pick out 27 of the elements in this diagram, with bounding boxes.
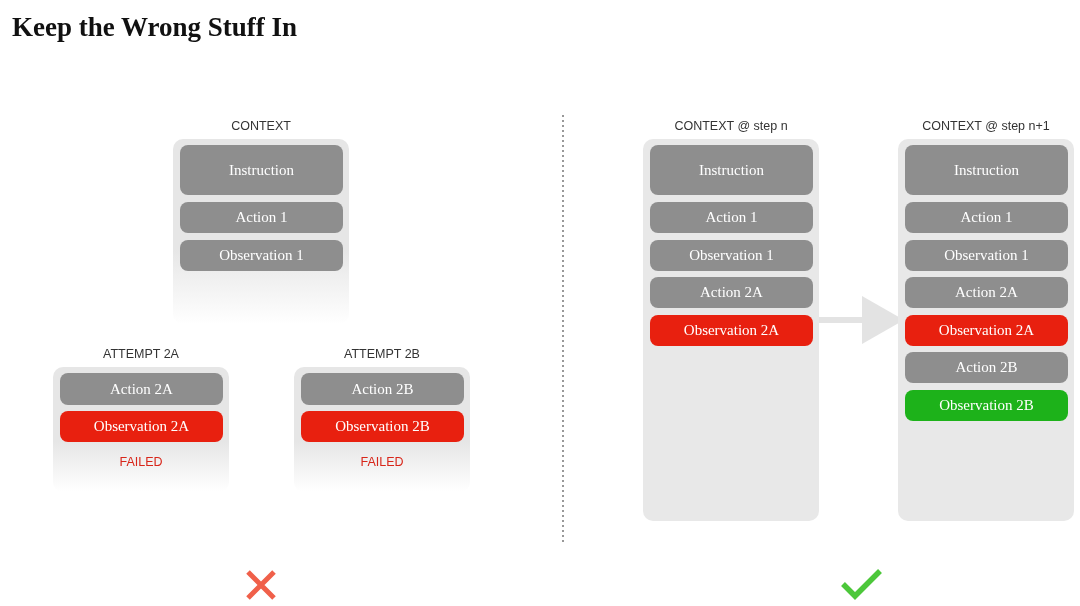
step-box: Action 2A [650, 277, 813, 308]
step-box: Action 2B [905, 352, 1068, 383]
step-box: Action 2A [905, 277, 1068, 308]
step-box: Observation 1 [180, 240, 343, 271]
step-box: Observation 2B [905, 390, 1068, 421]
step-box: Observation 2A [60, 411, 223, 442]
page-title: Keep the Wrong Stuff In [12, 12, 298, 43]
step-box: Instruction [180, 145, 343, 195]
step-box: Instruction [650, 145, 813, 195]
panel-heading: ATTEMPT 2B [344, 347, 420, 361]
step-box: Observation 1 [650, 240, 813, 271]
panel-heading: CONTEXT @ step n+1 [922, 119, 1050, 133]
panel-heading: ATTEMPT 2A [103, 347, 179, 361]
step-box: Instruction [905, 145, 1068, 195]
step-box: Action 1 [180, 202, 343, 233]
panel-heading: CONTEXT [231, 119, 291, 133]
step-box: Action 2A [60, 373, 223, 405]
step-box: Observation 2A [650, 315, 813, 346]
step-box: Action 1 [650, 202, 813, 233]
step-box: Observation 2B [301, 411, 464, 442]
status-label: FAILED [119, 455, 163, 469]
step-box: Observation 1 [905, 240, 1068, 271]
status-label: FAILED [360, 455, 404, 469]
step-box: Action 2B [301, 373, 464, 405]
step-box: Observation 2A [905, 315, 1068, 346]
panel-heading: CONTEXT @ step n [674, 119, 788, 133]
step-box: Action 1 [905, 202, 1068, 233]
